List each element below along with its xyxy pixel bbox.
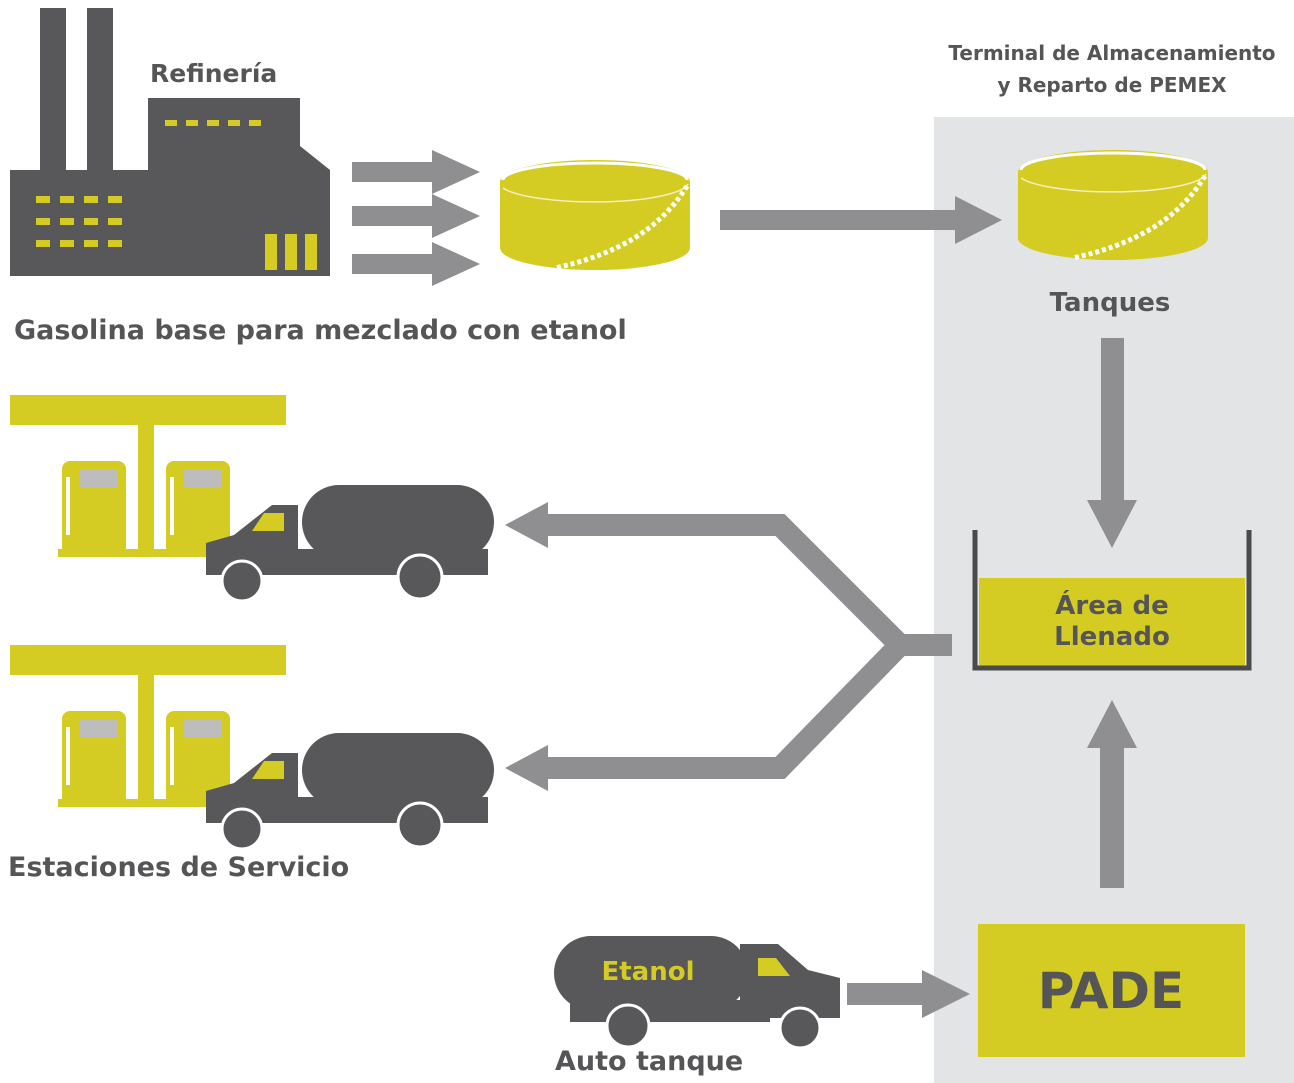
factory-icon xyxy=(10,8,330,276)
pade-box xyxy=(978,924,1245,1057)
storage-tank-icon xyxy=(500,160,690,270)
stations-label: Estaciones de Servicio xyxy=(8,852,349,883)
filling-area-label-line2: Llenado xyxy=(1054,622,1170,652)
arrow-icon xyxy=(847,970,970,1018)
arrow-icon xyxy=(352,150,480,286)
arrow-icon xyxy=(548,514,952,779)
storage-tank-icon xyxy=(1018,150,1208,260)
tanker-truck-icon xyxy=(204,483,496,603)
pade-label: PADE xyxy=(1038,962,1184,1020)
base-gasoline-label: Gasolina base para mezclado con etanol xyxy=(14,315,627,346)
arrow-icon xyxy=(505,745,548,791)
ethanol-label: Etanol xyxy=(601,957,694,987)
tanker-truck-icon xyxy=(554,936,840,1050)
filling-area xyxy=(972,530,1252,671)
arrow-icon xyxy=(720,196,1002,244)
arrow-icon xyxy=(505,502,548,548)
terminal-title-line1: Terminal de Almacenamiento xyxy=(948,41,1275,65)
terminal-title-line2: y Reparto de PEMEX xyxy=(997,73,1227,97)
arrow-icon xyxy=(1087,338,1137,548)
tanker-truck-icon xyxy=(204,731,496,851)
arrow-icon xyxy=(1087,700,1137,888)
refinery-label: Refinería xyxy=(150,59,277,88)
tanker-truck-label: Auto tanque xyxy=(555,1046,743,1077)
filling-area-label-line1: Área de xyxy=(1055,589,1168,621)
tanks-label: Tanques xyxy=(1050,288,1171,318)
